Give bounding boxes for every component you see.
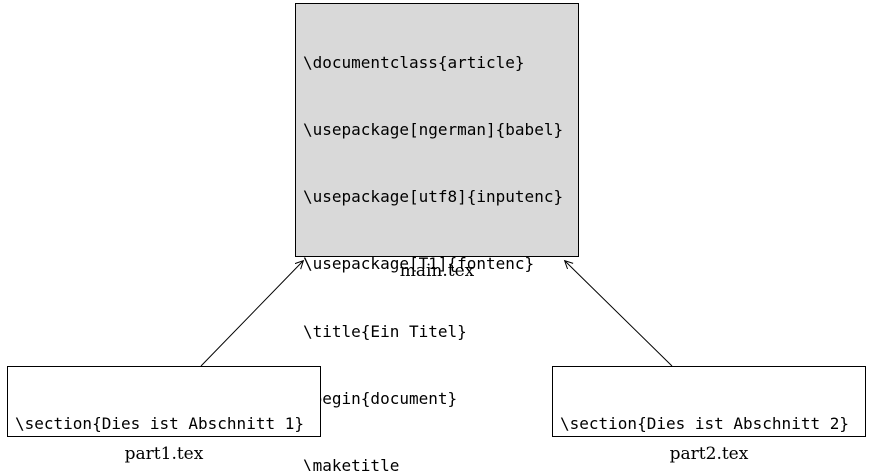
code-line: \title{Ein Titel} xyxy=(303,321,467,341)
code-line: \section{Dies ist Abschnitt 1} xyxy=(15,413,304,433)
part2-tex-box: \section{Dies ist Abschnitt 2} Hier ein … xyxy=(552,366,866,437)
code-line: \section{Dies ist Abschnitt 2} xyxy=(560,413,849,433)
code-line: \usepackage[ngerman]{babel} xyxy=(303,120,564,140)
code-line: \begin{document} xyxy=(303,388,458,408)
code-line: \usepackage[utf8]{inputenc} xyxy=(303,187,564,207)
code-line: \usepackage[T1]{fontenc} xyxy=(303,254,535,274)
main-tex-box: \documentclass{article} \usepackage[nger… xyxy=(295,3,579,471)
arrow-part2-to-main xyxy=(565,261,673,367)
main-tex-label: main.tex xyxy=(399,261,475,281)
part1-tex-box: \section{Dies ist Abschnitt 1} Hier ein … xyxy=(7,366,321,437)
code-line: \documentclass{article} xyxy=(303,52,525,72)
arrow-part1-to-main xyxy=(200,261,303,367)
part1-tex-label: part1.tex xyxy=(124,444,204,464)
code-line: \maketitle xyxy=(303,456,400,471)
part2-tex-label: part2.tex xyxy=(669,444,749,464)
